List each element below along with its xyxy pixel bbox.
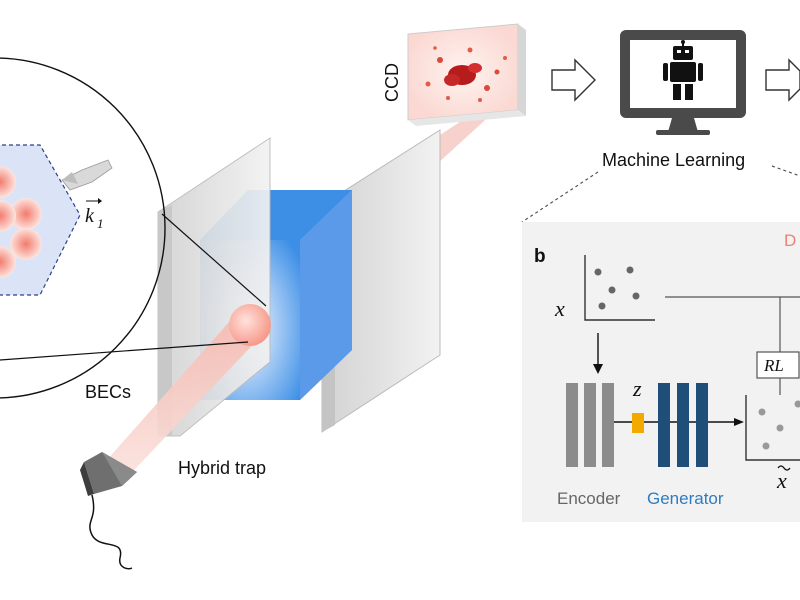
generator-layer bbox=[696, 383, 708, 467]
ccd-label: CCD bbox=[382, 63, 402, 102]
zoom-line-top bbox=[161, 213, 267, 307]
generator-label: Generator bbox=[647, 489, 724, 508]
lattice-site bbox=[10, 198, 42, 230]
arrow-right-icon bbox=[551, 58, 596, 102]
generator-layer bbox=[658, 383, 670, 467]
x-tilde-label: x bbox=[776, 468, 787, 493]
z-label: z bbox=[632, 376, 642, 401]
robot-icon bbox=[663, 40, 703, 100]
generator-layer bbox=[677, 383, 689, 467]
machine-learning-label: Machine Learning bbox=[602, 150, 745, 170]
lattice-site bbox=[0, 200, 16, 232]
x-to-encoder-arrowhead bbox=[593, 364, 603, 374]
panel-b-label: b bbox=[534, 246, 546, 267]
data-point bbox=[632, 292, 640, 300]
arrow-right-icon bbox=[765, 58, 800, 102]
input-laser-beam bbox=[98, 312, 262, 485]
panel-b-zoom-line-right bbox=[771, 165, 800, 177]
data-point bbox=[626, 266, 634, 274]
lattice-site bbox=[10, 228, 42, 260]
encoder-layer bbox=[602, 383, 614, 467]
output-data-point bbox=[762, 442, 770, 450]
bec-cloud bbox=[229, 304, 271, 346]
rl-label: RL bbox=[763, 356, 784, 375]
hybrid-trap-label: Hybrid trap bbox=[178, 458, 266, 478]
output-data-axes bbox=[745, 395, 800, 461]
latent-z-box bbox=[632, 413, 644, 433]
becs-label: BECs bbox=[85, 382, 131, 402]
data-point bbox=[598, 302, 606, 310]
trap-cube-right bbox=[300, 190, 352, 400]
camera-icon bbox=[80, 452, 137, 570]
encoder-label: Encoder bbox=[557, 489, 621, 508]
encoder-layer bbox=[566, 383, 578, 467]
latent-flow-arrowhead bbox=[734, 418, 744, 426]
data-point bbox=[608, 286, 616, 294]
panel-b-cut-label: D bbox=[784, 231, 796, 250]
x-label: x bbox=[554, 296, 565, 321]
zoom-line-bottom bbox=[0, 341, 249, 361]
k1-vector-arrowhead bbox=[98, 198, 102, 204]
lattice-site bbox=[0, 166, 16, 198]
output-data-point bbox=[758, 408, 766, 416]
input-data-axes bbox=[584, 255, 655, 321]
k1-subscript: 1 bbox=[97, 216, 104, 231]
k1-arrow-icon bbox=[61, 159, 113, 191]
x-tilde-accent bbox=[777, 465, 791, 471]
zoom-circle-outline bbox=[0, 57, 166, 399]
ccd-image bbox=[407, 23, 526, 126]
lattice-site bbox=[0, 246, 16, 278]
k1-label: k bbox=[85, 205, 95, 227]
encoder-layer bbox=[584, 383, 596, 467]
rl-box bbox=[756, 351, 800, 379]
panel-b-zoom-line-left bbox=[521, 171, 599, 223]
output-data-point bbox=[794, 400, 800, 408]
panel-b-background bbox=[522, 222, 800, 522]
data-point bbox=[594, 268, 602, 276]
output-data-point bbox=[776, 424, 784, 432]
